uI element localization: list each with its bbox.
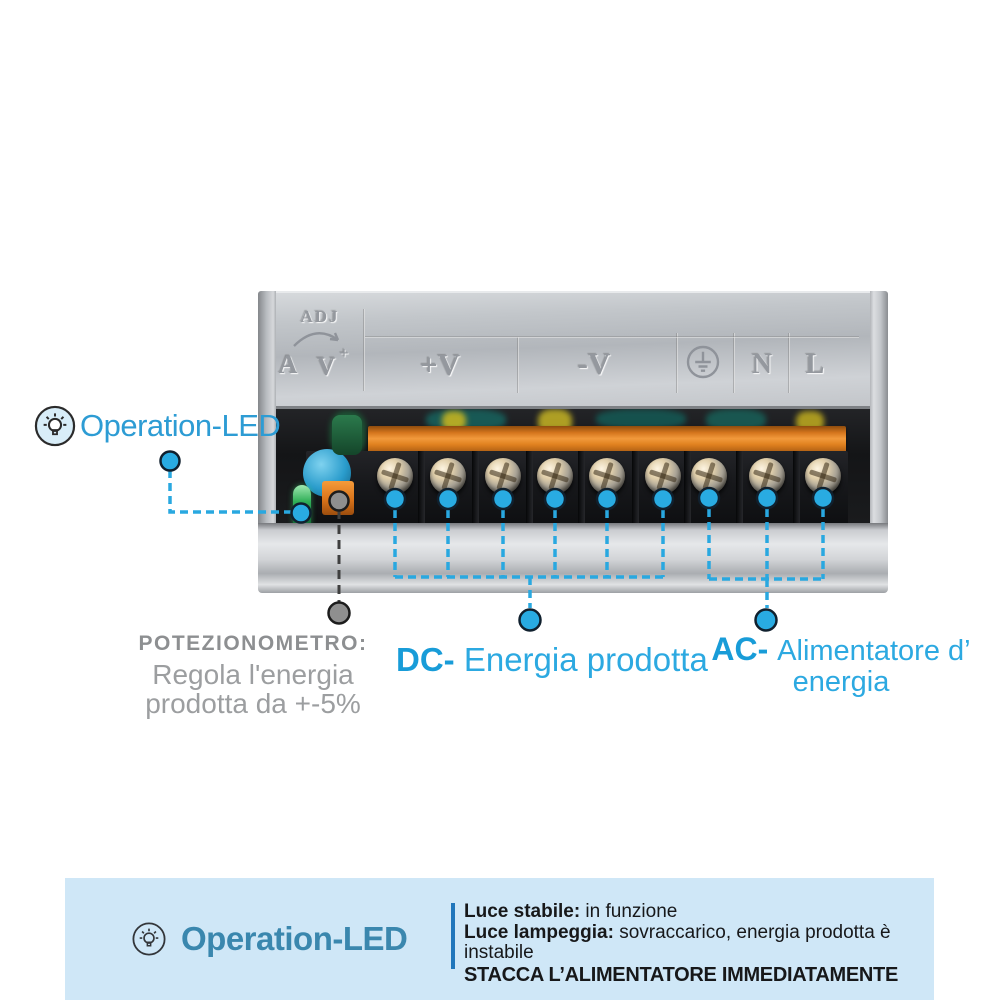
banner-line-blinking-bold: Luce lampeggia: (464, 921, 614, 943)
terminal-separator (632, 451, 639, 523)
terminal-screw (377, 458, 413, 494)
pcb-components (596, 409, 686, 429)
operation-led-component (293, 485, 311, 523)
terminal-screw (691, 458, 727, 494)
capacitor-green (332, 415, 362, 455)
operation-led-info-banner: Operation-LED Luce stabile: in funzione … (65, 878, 934, 1000)
panel-label-n: N (751, 349, 773, 380)
marker-dot-potentiometer (327, 601, 351, 625)
ac-callout: AC- Alimentatore d’ energia (696, 631, 986, 698)
panel-label-l: L (805, 349, 825, 380)
earth-ground-icon (686, 345, 720, 379)
lightbulb-icon (132, 922, 166, 956)
ac-prefix: AC- (711, 631, 778, 667)
panel-label-minus-v: -V (577, 346, 611, 381)
panel-label-v: V (316, 352, 336, 381)
banner-divider (451, 903, 455, 969)
banner-line-blinking: Luce lampeggia: sovraccarico, energia pr… (464, 921, 936, 964)
terminal-screw (805, 458, 841, 494)
terminal-screw (537, 458, 573, 494)
potentiometer-callout: POTEZIONOMETRO: Regola l'energia prodott… (118, 632, 388, 718)
adjust-arrow-icon (293, 332, 340, 347)
terminal-separator (578, 451, 585, 523)
potentiometer-title: POTEZIONOMETRO: (138, 632, 368, 655)
marker-dot-ac (754, 608, 778, 632)
terminal-screw (749, 458, 785, 494)
banner-text: Luce stabile: in funzione Luce lampeggia… (464, 901, 936, 986)
terminal-screw (645, 458, 681, 494)
terminal-screw (589, 458, 625, 494)
power-supply-unit: ADJ A V + +V -V N L (258, 287, 888, 593)
dc-callout: DC- Energia prodotta (396, 641, 708, 679)
ac-text-line1: Alimentatore d’ (777, 635, 971, 667)
terminal-block (306, 451, 848, 523)
panel-label-a: A (278, 350, 298, 379)
banner-line-stable-rest: in funzione (580, 901, 678, 922)
potentiometer-desc-line2: prodotta da +-5% (145, 688, 361, 719)
banner-warning: STACCA L’ALIMENTATORE IMMEDIATAMENTE (464, 963, 898, 986)
panel-divider (733, 333, 735, 393)
terminal-screw (485, 458, 521, 494)
banner-line-stable-bold: Luce stabile: (464, 901, 581, 922)
terminal-screw (430, 458, 466, 494)
potentiometer (322, 481, 354, 515)
terminal-separator (472, 451, 479, 523)
potentiometer-desc-line1: Regola l'energia (152, 659, 354, 690)
terminal-separator (793, 451, 800, 523)
terminal-separator (526, 451, 533, 523)
panel-label-plus-v: +V (419, 347, 461, 382)
banner-title-group: Operation-LED (131, 878, 408, 1000)
banner-line-stable: Luce stabile: in funzione (464, 901, 936, 923)
panel-divider (363, 309, 365, 391)
psu-interior (276, 409, 870, 523)
panel-divider (676, 333, 678, 393)
pcb-components (706, 409, 766, 431)
panel-divider (517, 337, 519, 393)
psu-right-edge (869, 291, 888, 531)
psu-terminal-cover-panel: ADJ A V + +V -V N L (276, 291, 870, 409)
banner-line-blinking-rest: sovraccarico, energia prodotta è instabi… (464, 921, 891, 963)
marker-dot-dc (518, 608, 542, 632)
panel-divider (788, 333, 790, 393)
ac-text-line2: energia (792, 666, 890, 698)
dc-text: Energia prodotta (454, 641, 708, 678)
lightbulb-icon (34, 405, 76, 447)
operation-led-label: Operation-LED (80, 408, 281, 443)
terminal-separator (418, 451, 425, 523)
panel-label-plus: + (339, 345, 349, 362)
marker-dot-operation-led-label (159, 450, 181, 472)
operation-led-callout: Operation-LED (33, 404, 281, 448)
banner-title: Operation-LED (181, 920, 408, 957)
panel-label-adj: ADJ (300, 307, 340, 326)
panel-divider (365, 336, 859, 338)
terminal-separator (736, 451, 743, 523)
terminal-separator (684, 451, 691, 523)
psu-case-front (258, 523, 888, 593)
dc-prefix: DC- (396, 641, 455, 678)
